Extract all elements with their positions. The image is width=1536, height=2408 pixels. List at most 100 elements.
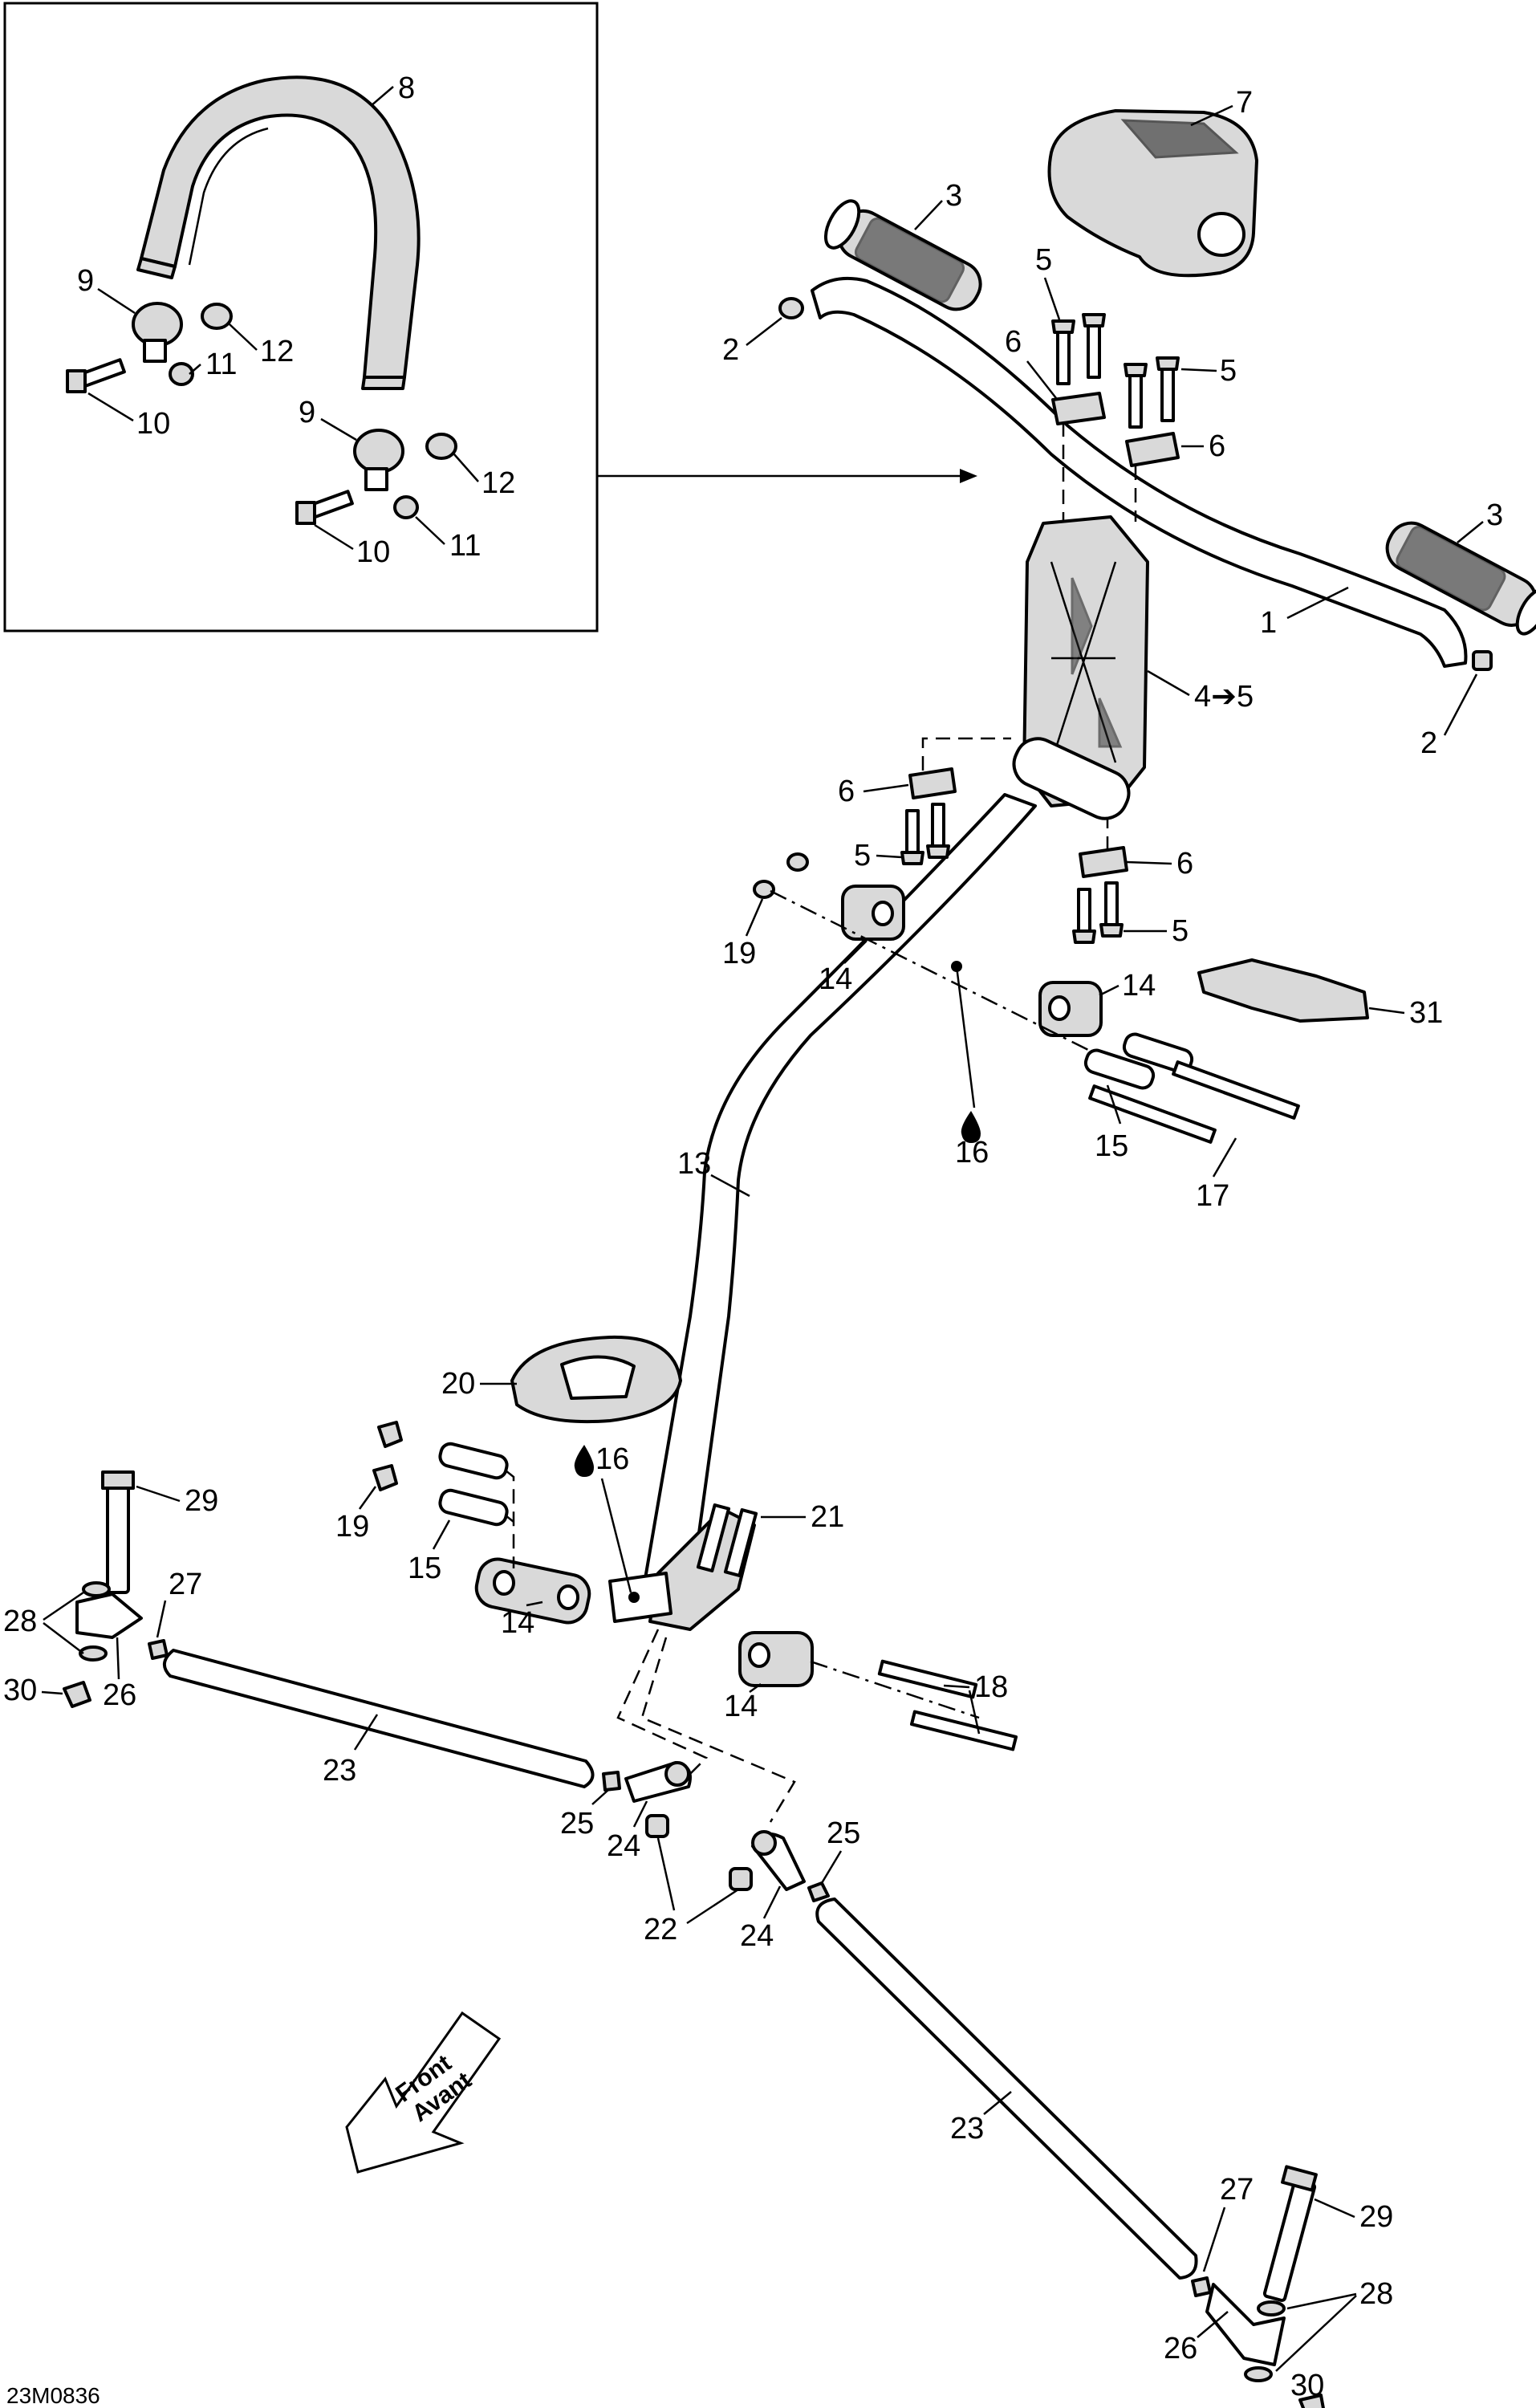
callout-8: 8 — [398, 71, 415, 105]
callout-3b: 3 — [1486, 498, 1503, 532]
grease-point-lower — [628, 1592, 640, 1603]
nut-19-b — [372, 1464, 398, 1491]
bumper-8 — [140, 75, 421, 379]
callout-26a: 26 — [103, 1678, 136, 1712]
callout-28b: 28 — [1359, 2277, 1393, 2311]
bolt-17-a — [1088, 1084, 1217, 1144]
callout-30b: 30 — [1290, 2369, 1324, 2402]
callout-1: 1 — [1260, 606, 1277, 640]
column-cap-6b — [1079, 846, 1128, 878]
spacer-22-b — [729, 1867, 753, 1891]
oil-drop-icon-b — [574, 1445, 594, 1477]
callout-14a: 14 — [819, 962, 852, 996]
callout-20: 20 — [441, 1367, 475, 1401]
lower-bushing-14c — [474, 1557, 591, 1625]
outer-end-left — [63, 1470, 169, 1708]
callout-2b: 2 — [1420, 726, 1437, 760]
drawing-code: 23M0836 — [6, 2383, 100, 2408]
callout-6d: 6 — [1176, 847, 1193, 881]
steering-column-13 — [640, 793, 1037, 1599]
callout-27b: 27 — [1220, 2173, 1254, 2207]
front-direction-arrow: Front Avant — [345, 2011, 502, 2174]
callout-15b: 15 — [408, 1552, 441, 1585]
tie-rod-end-24-center-right — [751, 1830, 806, 1891]
end-plug-2-right — [1472, 650, 1493, 671]
callout-14c: 14 — [501, 1606, 534, 1640]
callout-10b: 10 — [356, 535, 390, 569]
callout-17: 17 — [1196, 1179, 1229, 1213]
upper-bushing-14a — [841, 885, 905, 941]
tie-rod-23-right — [815, 1898, 1198, 2280]
spacer-15-upper-a — [1083, 1048, 1156, 1090]
bolt-17-b — [1172, 1060, 1300, 1120]
callout-3a: 3 — [945, 179, 962, 213]
callout-6c: 6 — [838, 775, 855, 808]
callout-2a: 2 — [722, 333, 739, 367]
callout-11b: 11 — [449, 529, 481, 563]
callout-5b: 5 — [1220, 354, 1237, 388]
callout-15a: 15 — [1095, 1129, 1128, 1163]
nut-19-a — [377, 1421, 403, 1448]
nut-25-left — [602, 1771, 621, 1792]
callout-24b: 24 — [740, 1919, 774, 1953]
end-plug-2-left — [778, 297, 804, 319]
tie-rod-23-left — [163, 1649, 595, 1788]
callout-7: 7 — [1236, 86, 1253, 120]
spacer-15-upper-b — [1122, 1032, 1194, 1074]
clamp-group-upper — [66, 302, 233, 393]
callout-12a: 12 — [260, 335, 294, 368]
callout-24a: 24 — [607, 1829, 640, 1863]
callout-25a: 25 — [560, 1807, 594, 1841]
callout-23a: 23 — [323, 1754, 356, 1788]
oil-drop-icon-a — [961, 1111, 981, 1143]
callout-10a: 10 — [136, 407, 170, 441]
nut-25-right — [807, 1881, 830, 1902]
callout-6a: 6 — [1005, 325, 1022, 359]
bolt-18-b — [909, 1710, 1018, 1751]
bolt-18-a — [877, 1659, 978, 1699]
outer-end-right — [1191, 2165, 1325, 2408]
callout-22: 22 — [644, 1913, 677, 1946]
handlebar-1 — [811, 276, 1468, 668]
tie-rod-end-24-center-left — [624, 1761, 692, 1803]
callout-23b: 23 — [950, 2112, 984, 2146]
callout-9b: 9 — [299, 396, 315, 429]
callout-19b: 19 — [335, 1510, 369, 1544]
lower-bushing-14d — [738, 1631, 814, 1687]
callout-29b: 29 — [1359, 2200, 1393, 2234]
upper-bushing-14b — [1038, 981, 1103, 1037]
callout-5d: 5 — [1172, 914, 1189, 948]
callout-9a: 9 — [77, 264, 94, 298]
inset-arrow-head — [960, 469, 977, 483]
callout-18: 18 — [974, 1670, 1008, 1704]
bumper-end-8 — [136, 257, 177, 279]
callout-25b: 25 — [827, 1816, 860, 1850]
callout-11a: 11 — [205, 348, 237, 381]
grip-left-3 — [823, 199, 982, 311]
plate-31 — [1197, 958, 1369, 1023]
riser-cap-6a — [1051, 392, 1106, 425]
callout-6b: 6 — [1209, 429, 1225, 463]
callout-4-5: 4➔5 — [1194, 680, 1254, 714]
callout-5a: 5 — [1035, 243, 1052, 277]
inset-frame — [3, 2, 599, 633]
column-cross-tube — [1012, 737, 1131, 820]
callout-21: 21 — [811, 1500, 844, 1534]
bolts-5-upper — [1051, 313, 1180, 429]
column-cap-6a — [908, 767, 957, 799]
callout-14b: 14 — [1122, 969, 1156, 1003]
callout-28a: 28 — [3, 1605, 37, 1638]
callout-16b: 16 — [595, 1442, 629, 1476]
bolts-5-lower — [900, 803, 1124, 944]
callout-19a: 19 — [722, 937, 756, 970]
callout-26b: 26 — [1164, 2332, 1197, 2365]
callout-14d: 14 — [724, 1690, 758, 1723]
spacer-22-a — [645, 1814, 669, 1838]
callout-13: 13 — [677, 1147, 711, 1181]
callout-29a: 29 — [185, 1484, 218, 1518]
callout-5c: 5 — [854, 839, 871, 872]
spacer-15-lower-a — [438, 1442, 509, 1480]
callout-30a: 30 — [3, 1674, 37, 1707]
clamp-group-lower — [295, 429, 457, 525]
